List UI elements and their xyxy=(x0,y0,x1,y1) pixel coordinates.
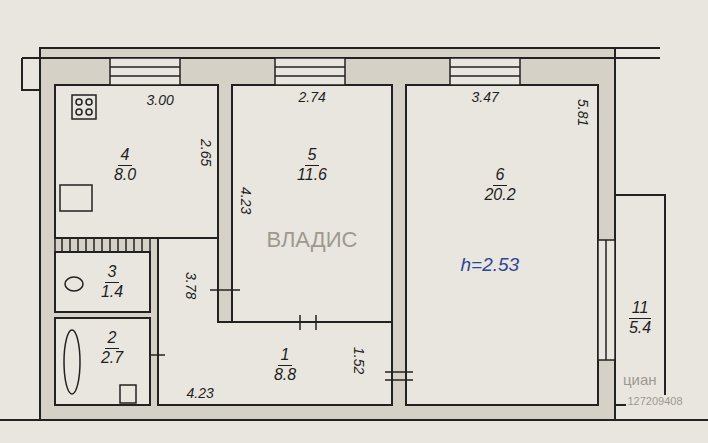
fixtures xyxy=(55,95,413,403)
watermark: ВЛАДИС xyxy=(265,228,360,252)
room-number: 3 xyxy=(105,263,120,282)
dimension: 2.65 xyxy=(197,137,212,168)
room-number: 1 xyxy=(278,346,293,365)
room: 18.8 xyxy=(271,346,299,384)
room-area: 20.2 xyxy=(481,186,518,204)
room-area: 1.4 xyxy=(98,283,126,301)
room: 31.4 xyxy=(98,263,126,301)
room-number: 11 xyxy=(629,299,652,318)
room: 620.2 xyxy=(481,166,518,204)
room-number: 6 xyxy=(493,166,508,185)
dimension: 4.23 xyxy=(237,185,252,216)
dimension: 4.23 xyxy=(185,386,216,401)
room-area: 11.6 xyxy=(294,166,330,184)
room: 22.7 xyxy=(98,329,126,367)
ceiling-height: h=2.53 xyxy=(459,255,522,276)
dimension: 3.47 xyxy=(470,90,501,105)
room-area: 8.8 xyxy=(271,366,299,384)
room: 115.4 xyxy=(626,299,654,337)
windows xyxy=(110,58,615,360)
room: 48.0 xyxy=(111,146,139,184)
room: 511.6 xyxy=(294,146,330,184)
dimension: 5.81 xyxy=(574,97,589,128)
walls xyxy=(0,48,708,420)
room-number: 5 xyxy=(305,146,320,165)
dimension: 3.78 xyxy=(182,270,197,301)
dimension: 3.00 xyxy=(145,93,176,108)
room-number: 2 xyxy=(105,329,120,348)
dimension: 1.52 xyxy=(350,345,365,376)
watermark: 127209408 xyxy=(626,395,685,407)
room-area: 2.7 xyxy=(98,349,126,367)
room-area: 8.0 xyxy=(111,166,139,184)
room-area: 5.4 xyxy=(626,319,654,337)
watermark: циан xyxy=(621,372,659,389)
room-number: 4 xyxy=(118,146,133,165)
dimension: 2.74 xyxy=(297,90,328,105)
